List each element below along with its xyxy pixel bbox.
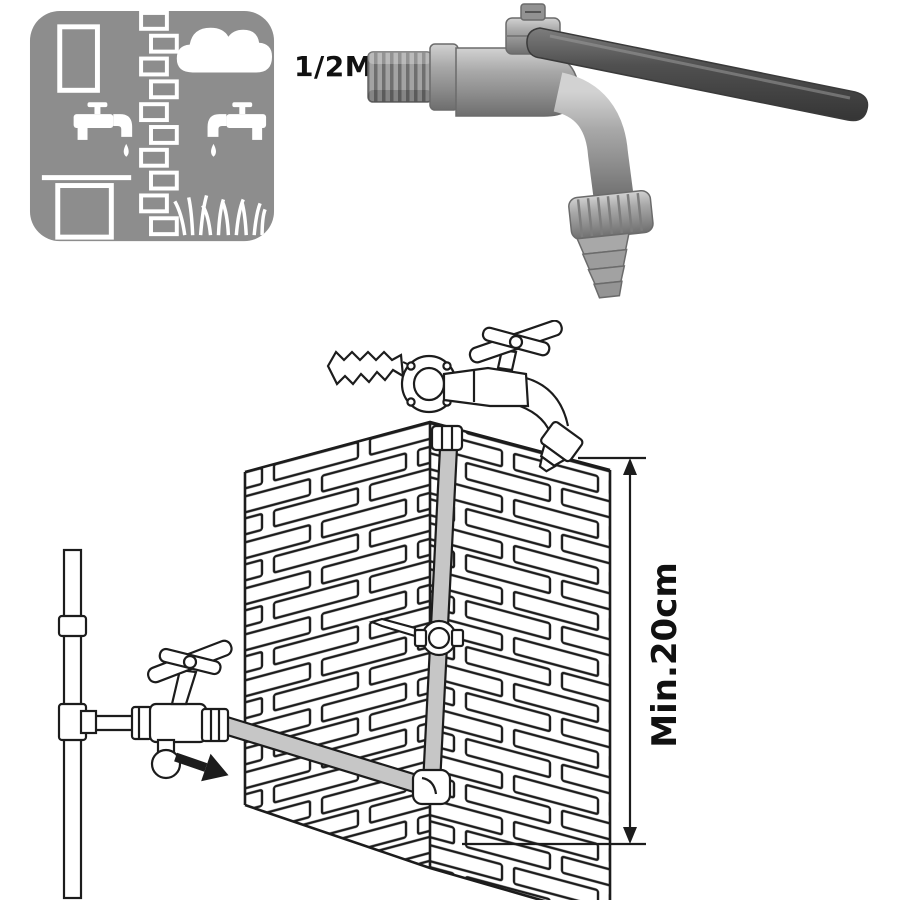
wall-section-icon xyxy=(139,10,179,237)
valve-stem xyxy=(170,668,198,706)
outdoor-tap-icon xyxy=(207,102,267,157)
tap-hose-outlet xyxy=(538,420,584,473)
flow-arrow xyxy=(174,752,229,782)
installation-diagram: Min.20cm xyxy=(30,319,690,900)
pictogram-svg xyxy=(29,10,275,242)
outlet-union-nut xyxy=(200,707,230,743)
wall-plug xyxy=(326,350,405,386)
spout xyxy=(552,72,634,203)
indoor-tap-icon xyxy=(73,102,133,157)
thread-size-label: 1/2M xyxy=(294,50,374,83)
pipe-clamp xyxy=(368,617,465,657)
hose-barb xyxy=(576,232,630,299)
garden-tap-photo xyxy=(358,2,878,312)
indoor-outdoor-taps-icon xyxy=(28,8,276,248)
wall-tap xyxy=(326,319,584,473)
clamp-screw xyxy=(368,617,417,638)
tap-body-outline xyxy=(442,366,530,408)
drain-cap xyxy=(150,748,182,780)
min-distance-label: Min.20cm xyxy=(645,562,685,748)
house-wall-icon xyxy=(41,24,132,240)
stop-valve xyxy=(96,639,233,780)
brick-wall xyxy=(243,420,612,900)
threaded-inlet xyxy=(367,51,433,103)
cloud-icon xyxy=(176,27,273,73)
dimension-lines xyxy=(462,456,646,846)
installation-diagram-svg: Min.20cm xyxy=(57,319,685,900)
supply-pipe xyxy=(57,548,98,900)
inlet-hex-nut xyxy=(429,43,459,111)
hose-union-nut xyxy=(568,189,654,241)
riser-coupling xyxy=(430,424,464,452)
valve-body xyxy=(148,702,208,744)
tap-t-handle xyxy=(468,319,563,364)
valve-t-handle xyxy=(146,639,233,684)
grass-icon xyxy=(173,194,267,236)
elbow-fitting xyxy=(411,768,452,806)
lever-handle xyxy=(526,27,869,122)
garden-tap-photo-svg xyxy=(367,3,869,299)
